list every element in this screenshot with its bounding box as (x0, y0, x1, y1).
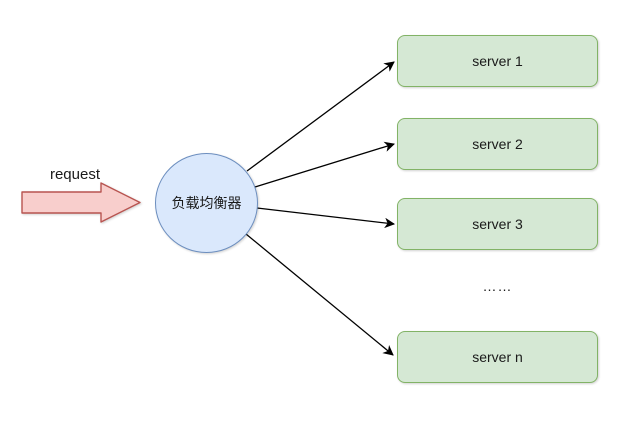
server-node-1: server 1 (397, 35, 598, 87)
load-balancer-label: 负载均衡器 (171, 195, 242, 211)
server-label: server 3 (472, 216, 523, 232)
connector-arrow-server-3 (256, 207, 396, 229)
server-label: server 1 (472, 53, 523, 69)
server-node-2: server 2 (397, 118, 598, 170)
server-label: server n (472, 349, 523, 365)
server-node-n: server n (397, 331, 598, 383)
server-label: server 2 (472, 136, 523, 152)
request-arrow-icon (21, 182, 141, 223)
connector-arrow-server-2 (254, 141, 395, 188)
load-balancer-node: 负载均衡器 (155, 153, 258, 253)
request-label: request (49, 166, 101, 183)
servers-ellipsis: …… (482, 278, 513, 294)
server-node-3: server 3 (397, 198, 598, 250)
connector-arrow-server-1 (246, 61, 395, 172)
connector-arrow-server-n (245, 233, 394, 356)
